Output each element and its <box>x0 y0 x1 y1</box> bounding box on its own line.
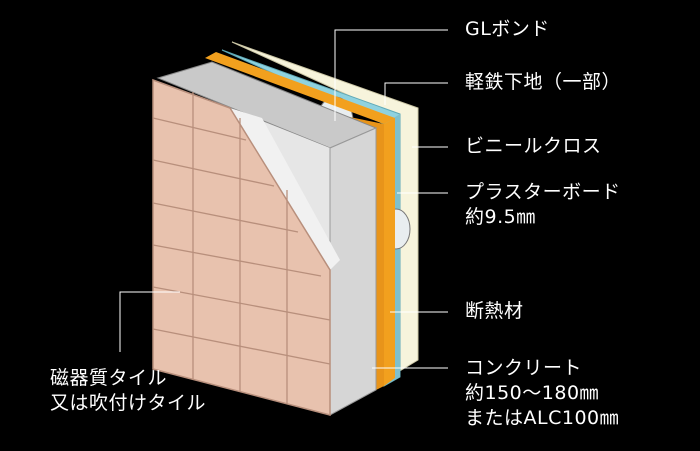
concrete-side <box>329 127 377 416</box>
label-gl-bond: GLボンド <box>465 18 550 40</box>
label-plasterboard-name: プラスターボード <box>465 181 621 203</box>
label-tile-alt: 又は吹付けタイル <box>50 392 207 414</box>
insulation-top <box>205 52 395 124</box>
leader-tile <box>119 291 180 352</box>
insulation-side <box>384 118 395 386</box>
leader-steel-frame <box>384 82 448 105</box>
label-tile: 磁器質タイル 又は吹付けタイル <box>50 366 206 416</box>
label-steel-frame: 軽鉄下地（一部） <box>465 71 622 93</box>
leader-gl-bond <box>334 29 448 121</box>
tile-face <box>152 78 331 416</box>
label-plasterboard-thickness: 約9.5㎜ <box>465 206 536 228</box>
label-concrete-name: コンクリート <box>465 357 583 379</box>
label-concrete: コンクリート 約150〜180㎜ またはALC100㎜ <box>465 356 619 431</box>
label-concrete-alt: またはALC100㎜ <box>465 407 620 429</box>
leader-lines <box>119 29 448 369</box>
label-insulation: 断熱材 <box>465 300 524 322</box>
concrete-cut-bevel <box>230 108 340 270</box>
label-vinyl-cloth: ビニールクロス <box>465 135 602 157</box>
insulation-front-edge <box>340 115 384 390</box>
label-plasterboard: プラスターボード 約9.5㎜ <box>465 180 621 230</box>
label-tile-name: 磁器質タイル <box>50 367 168 389</box>
label-concrete-thickness: 約150〜180㎜ <box>465 382 600 404</box>
tile-grout-lines <box>152 92 331 404</box>
